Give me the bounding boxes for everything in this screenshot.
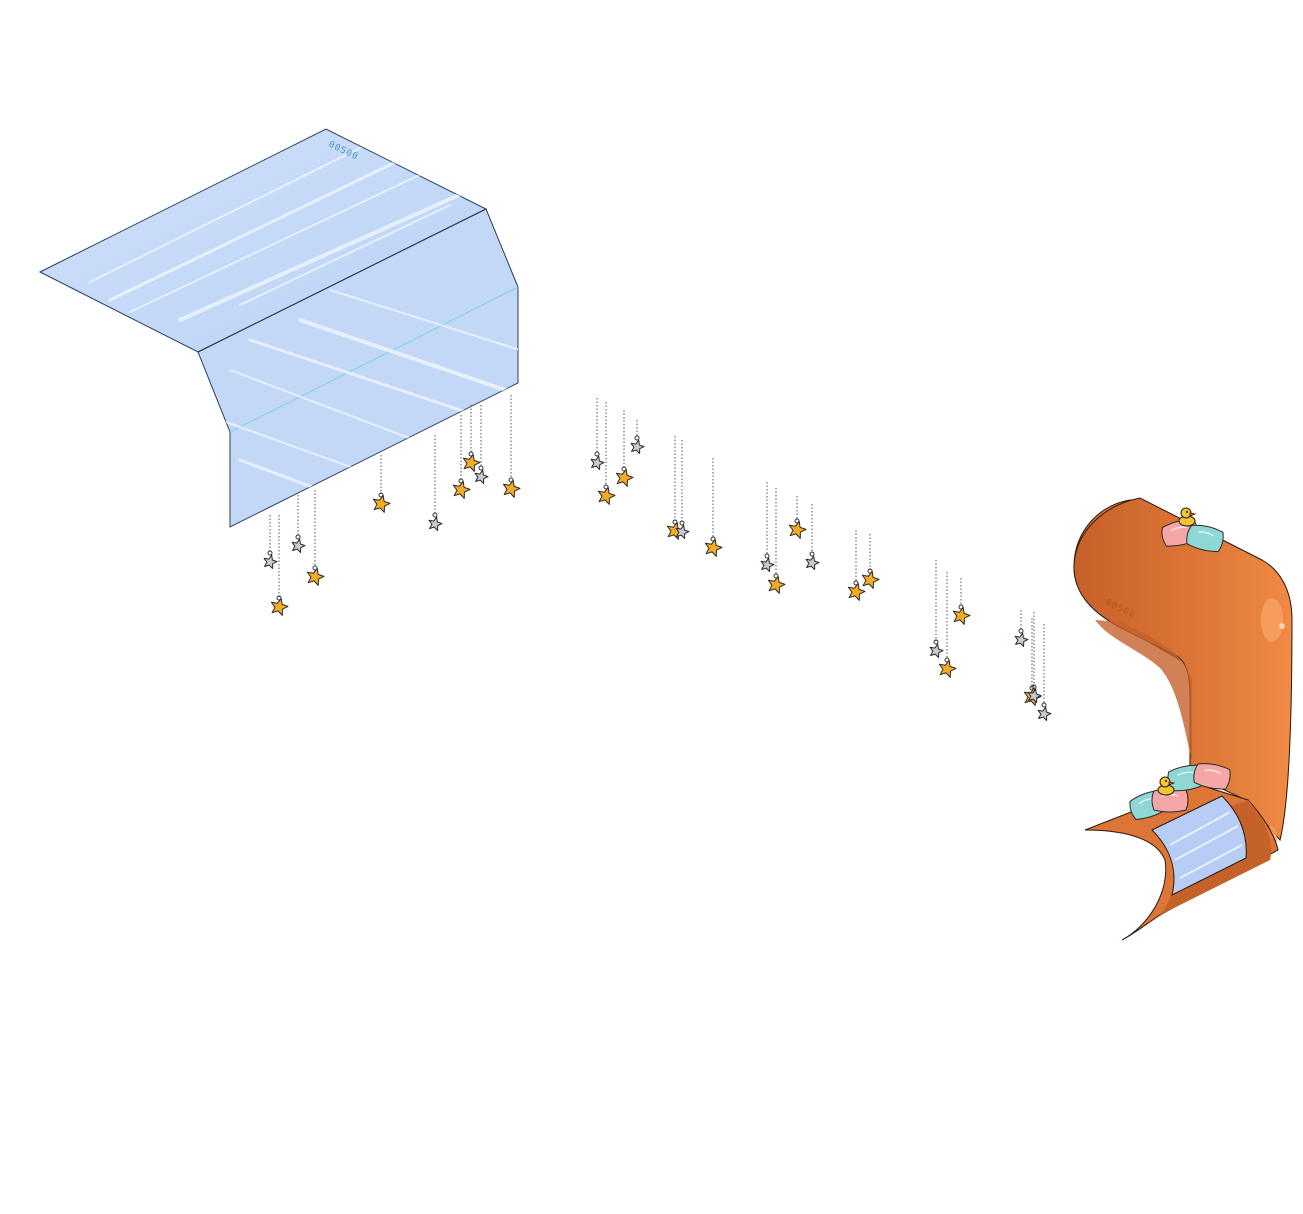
hanging-stars: [263, 395, 1052, 721]
silver-star-icon: [590, 455, 605, 470]
hanging-star: [1027, 612, 1042, 703]
silver-star-icon: [760, 557, 775, 572]
tube-window: [1151, 795, 1247, 896]
teal-pillow: [1186, 524, 1224, 553]
hanging-star: [788, 496, 807, 539]
hanging-star: [306, 490, 325, 586]
hanging-star: [1037, 624, 1052, 721]
hanging-star: [452, 415, 471, 499]
tube-slide[interactable]: 00500: [1073, 497, 1293, 941]
hanging-star: [590, 398, 605, 470]
glass-panel[interactable]: 00500: [38, 128, 520, 528]
gold-star-icon: [306, 567, 325, 586]
rubber-duck-icon: [1178, 507, 1197, 527]
hanging-star: [1014, 610, 1029, 647]
gold-star-icon: [270, 597, 289, 616]
hanging-star: [861, 534, 880, 589]
star-hook: [679, 520, 685, 526]
gold-star-icon: [861, 570, 880, 589]
silver-star-icon: [291, 538, 306, 553]
hanging-star: [462, 405, 481, 472]
hanging-star: [675, 440, 690, 539]
tube-highlight: [1261, 598, 1283, 642]
hanging-star: [1023, 618, 1042, 706]
silver-star-icon: [630, 439, 645, 454]
tube-window-reflections: [1169, 811, 1243, 879]
silver-star-icon: [1037, 706, 1052, 721]
star-hook: [432, 512, 438, 518]
tube-highlight-dot: [1279, 623, 1285, 629]
glass-panel-fold: [197, 208, 487, 353]
hanging-star: [428, 435, 443, 531]
gold-star-icon: [704, 538, 723, 557]
gold-star-icon: [847, 582, 866, 601]
hanging-star: [615, 410, 634, 487]
tube-bend-shadow: [1095, 620, 1192, 760]
gold-star-icon: [462, 453, 481, 472]
hanging-star: [929, 560, 944, 658]
hanging-star: [952, 578, 971, 625]
star-hook: [1031, 684, 1037, 690]
gold-star-icon: [938, 659, 957, 678]
star-hook: [634, 435, 640, 441]
star-hook: [933, 639, 939, 645]
gold-star-icon: [597, 486, 616, 505]
hanging-star: [502, 395, 521, 498]
gold-star-icon: [372, 494, 391, 513]
hanging-star: [630, 420, 645, 454]
star-hook: [478, 465, 484, 471]
hanging-star: [263, 515, 278, 569]
glass-panel-seam: [229, 286, 519, 433]
silver-star-icon: [474, 469, 489, 484]
silver-star-icon: [1014, 632, 1029, 647]
silver-star-icon: [805, 555, 820, 570]
star-hook: [295, 534, 301, 540]
gold-star-icon: [502, 479, 521, 498]
hanging-star: [474, 405, 489, 484]
gold-star-icon: [788, 520, 807, 539]
hanging-star: [597, 402, 616, 505]
hanging-star: [767, 488, 786, 594]
silver-star-icon: [263, 554, 278, 569]
hanging-star: [372, 455, 391, 513]
hanging-star: [938, 572, 957, 678]
star-hook: [594, 451, 600, 457]
glass-reflections: [89, 147, 472, 322]
gold-star-icon: [952, 606, 971, 625]
gold-star-icon: [452, 480, 471, 499]
silver-star-icon: [675, 524, 690, 539]
star-hook: [764, 553, 770, 559]
gold-star-icon: [767, 575, 786, 594]
gold-star-icon: [615, 468, 634, 487]
silver-star-icon: [1027, 688, 1042, 703]
star-hook: [809, 551, 815, 557]
hanging-star: [805, 504, 820, 570]
hanging-star: [291, 495, 306, 553]
rubber-ducks: [1157, 507, 1197, 796]
pink-pillow: [1193, 763, 1231, 790]
hanging-star: [847, 530, 866, 601]
hanging-star: [704, 458, 723, 557]
hanging-star: [270, 515, 289, 616]
star-hook: [1018, 628, 1024, 634]
silver-star-icon: [428, 516, 443, 531]
star-hook: [1041, 702, 1047, 708]
star-hook: [267, 550, 273, 556]
hanging-star: [760, 482, 775, 572]
rubber-duck-icon: [1157, 776, 1176, 796]
silver-star-icon: [929, 643, 944, 658]
